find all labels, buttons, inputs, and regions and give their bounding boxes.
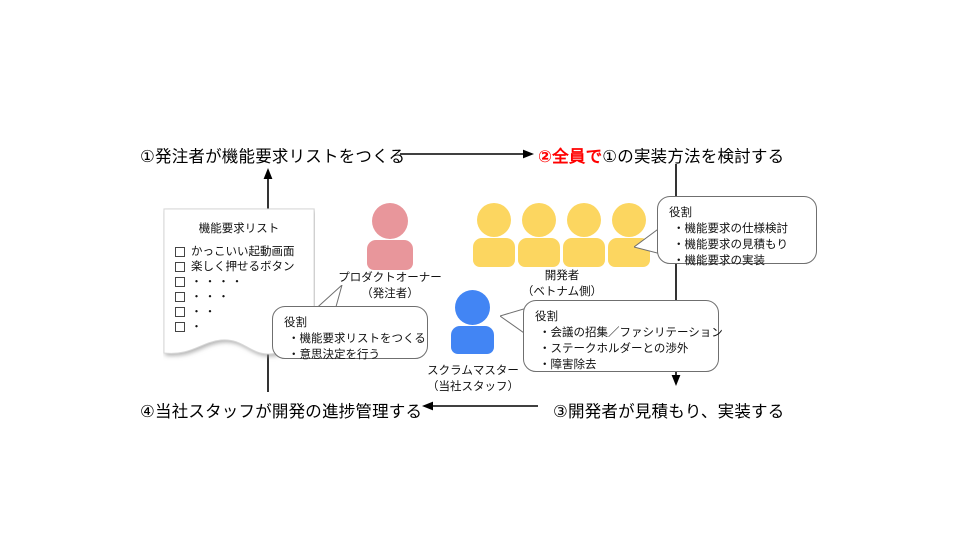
balloon-item: ・会議の招集／ファシリテーション	[539, 325, 723, 339]
scrum-master-role-balloon: 役割 ・会議の招集／ファシリテーション ・ステークホルダーとの渉外 ・障害除去	[523, 300, 723, 372]
balloon-item: ・機能要求の実装	[673, 252, 765, 267]
balloon-item: ・機能要求の仕様検討	[673, 221, 788, 235]
balloon-title: 役割	[669, 205, 692, 219]
document-title: 機能要求リスト	[198, 221, 280, 235]
checkbox-icon[interactable]	[175, 291, 185, 302]
developer-head-icon	[477, 203, 511, 237]
scrum-master-figure	[448, 290, 498, 354]
checkbox-icon[interactable]	[175, 276, 185, 287]
developer-figure	[562, 203, 606, 267]
step-1-label: ①発注者が機能要求リストをつくる	[140, 147, 406, 166]
document-list-item[interactable]: ・・・・	[175, 274, 295, 289]
developer-body-icon	[518, 238, 560, 267]
product-owner-role-balloon: 役割 ・機能要求リストをつくる ・意思決定を行う	[272, 306, 428, 361]
developers-role-balloon: 役割 ・機能要求の仕様検討 ・機能要求の見積もり ・機能要求の実装	[657, 196, 817, 267]
step-2-rest: ①の実装方法を検討する	[602, 147, 785, 166]
checkbox-icon[interactable]	[175, 261, 185, 272]
checkbox-icon[interactable]	[175, 246, 185, 257]
product-owner-body-icon	[367, 240, 413, 270]
document-list-item[interactable]: 楽しく押せるボタン	[175, 259, 295, 274]
product-owner-head-icon	[372, 203, 408, 239]
product-owner-label: プロダクトオーナー （発注者）	[338, 270, 442, 300]
balloon-item: ・障害除去	[539, 356, 597, 371]
arrow-step3-to-step4	[422, 401, 538, 411]
document-checkbox-list: かっこいい起動画面 楽しく押せるボタン ・・・・ ・・・ ・・	[175, 244, 295, 334]
balloon-title: 役割	[535, 309, 558, 323]
step-3-label: ③開発者が見積もり、実装する	[553, 402, 785, 421]
document-list-item[interactable]: ・	[175, 319, 295, 334]
balloon-item: ・機能要求の見積もり	[673, 236, 788, 251]
arrow-step1-to-step2	[400, 149, 534, 159]
developers-label: 開発者 （ベトナム側）	[521, 268, 603, 298]
scrum-master-label: スクラムマスター （当社スタッフ）	[427, 363, 519, 393]
balloon-item: ・意思決定を行う	[288, 346, 380, 361]
developer-body-icon	[563, 238, 605, 267]
document-list-item[interactable]: ・・・	[175, 289, 295, 304]
balloon-item: ・ステークホルダーとの渉外	[539, 340, 689, 355]
checkbox-icon[interactable]	[175, 306, 185, 317]
developer-head-icon	[612, 203, 646, 237]
balloon-item: ・機能要求リストをつくる	[288, 331, 426, 345]
balloon-title: 役割	[284, 315, 307, 329]
developer-figure	[517, 203, 561, 267]
step-4-label: ④当社スタッフが開発の進捗管理する	[140, 402, 423, 421]
scrum-master-head-icon	[455, 290, 490, 325]
developer-head-icon	[567, 203, 601, 237]
developer-head-icon	[522, 203, 556, 237]
document-list-item[interactable]: かっこいい起動画面	[175, 244, 295, 259]
step-2-label: ②全員で①の実装方法を検討する	[538, 143, 784, 167]
developer-figure	[472, 203, 516, 267]
scrum-master-body-icon	[451, 326, 494, 354]
document-list-item[interactable]: ・・	[175, 304, 295, 319]
checkbox-icon[interactable]	[175, 321, 185, 332]
product-owner-figure	[363, 203, 417, 270]
developer-body-icon	[473, 238, 515, 267]
step-2-highlight: ②全員で	[538, 147, 603, 166]
